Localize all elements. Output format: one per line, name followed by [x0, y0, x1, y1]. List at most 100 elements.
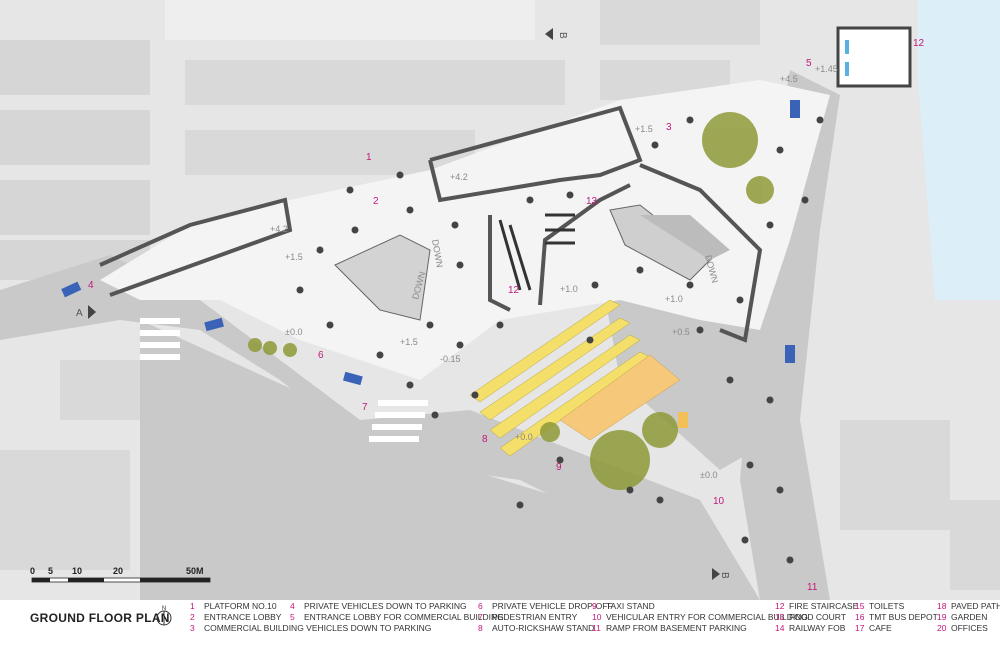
- legend-text: RAMP FROM BASEMENT PARKING: [606, 623, 747, 633]
- structural-columns: [296, 116, 824, 564]
- legend-number: 19: [937, 612, 947, 622]
- plan-title: GROUND FLOOR PLAN: [30, 611, 170, 625]
- legend-number: 11: [592, 623, 601, 633]
- legend-text: PLATFORM NO.10: [204, 601, 277, 611]
- plan-label-12b: 12: [508, 285, 520, 296]
- legend-text: GARDEN: [951, 612, 988, 622]
- legend-number: 20: [937, 623, 947, 633]
- scale-tick-5: 5: [48, 566, 53, 576]
- legend-item-5: 5 ENTRANCE LOBBY FOR COMMERCIAL BUILDING: [290, 612, 504, 622]
- legend-text: TAXI STAND: [606, 601, 655, 611]
- level-mark-11: +0.5: [672, 327, 690, 337]
- legend-item-1: 1 PLATFORM NO.10: [190, 601, 277, 611]
- plan-label-11: 11: [807, 582, 818, 593]
- level-mark-8: +0.0: [515, 432, 533, 442]
- legend-item-15: 15 TOILETS: [855, 601, 904, 611]
- legend-number: 5: [290, 612, 295, 622]
- legend-text: COMMERCIAL BUILDING VEHICLES DOWN TO PAR…: [204, 623, 432, 633]
- legend-number: 4: [290, 601, 295, 611]
- lobby-glazing-2: [845, 62, 849, 76]
- plan-label-4: 4: [88, 280, 94, 291]
- legend-item-11: 11 RAMP FROM BASEMENT PARKING: [592, 623, 747, 633]
- plan-label-7: 7: [362, 402, 368, 413]
- fire-staircase-block: [836, 26, 912, 88]
- legend-text: OFFICES: [951, 623, 988, 633]
- level-mark-13: +4.5: [780, 74, 798, 84]
- legend-number: 1: [190, 601, 195, 611]
- legend-text: VEHICULAR ENTRY FOR COMMERCIAL BUILDING: [606, 612, 808, 622]
- svg-text:B: B: [719, 572, 730, 579]
- legend-number: 9: [592, 601, 597, 611]
- plan-label-6: 6: [318, 350, 324, 361]
- scale-tick-20: 20: [113, 566, 123, 576]
- legend-item-19: 19 GARDEN: [937, 612, 987, 622]
- platform-walls: [99, 105, 763, 343]
- ground-floor-plan-drawing: +4.2 +4.2 +1.5 +1.5 +1.5 ±0.0 -0.15 +0.0…: [0, 0, 1000, 600]
- legend-item-13: 13 FOOD COURT: [775, 612, 846, 622]
- legend-text: TMT BUS DEPOT: [869, 612, 938, 622]
- legend-item-9: 9 TAXI STAND: [592, 601, 655, 611]
- section-marker-b-bottom: B: [712, 568, 730, 580]
- scale-tick-50m: 50M: [186, 566, 204, 576]
- plan-label-5: 5: [806, 58, 812, 69]
- level-mark-9: +1.0: [560, 284, 578, 294]
- legend-number: 12: [775, 601, 785, 611]
- legend-number: 6: [478, 601, 483, 611]
- north-label: N: [162, 606, 166, 612]
- scale-bar: 0 5 10 20 50M: [30, 566, 211, 583]
- legend-number: 13: [775, 612, 785, 622]
- level-mark-5: +1.5: [400, 337, 418, 347]
- auto-rickshaw-stand: [469, 299, 651, 457]
- level-mark-10: +1.0: [665, 294, 683, 304]
- cafe-kiosk: [678, 412, 688, 428]
- lobby-glazing: [845, 40, 849, 54]
- vehicles: [61, 100, 800, 386]
- taxi-stand: [559, 354, 681, 441]
- legend-item-20: 20 OFFICES: [937, 623, 988, 633]
- level-mark-1: +4.2: [270, 224, 288, 234]
- scale-tick-0: 0: [30, 566, 35, 576]
- legend-number: 15: [855, 601, 865, 611]
- legend-text: ENTRANCE LOBBY: [204, 612, 282, 622]
- legend-text: ENTRANCE LOBBY FOR COMMERCIAL BUILDING: [304, 612, 504, 622]
- legend-text: PRIVATE VEHICLE DROP-OFF: [492, 601, 613, 611]
- section-marker-a: A: [76, 305, 96, 319]
- legend-text: TOILETS: [869, 601, 905, 611]
- station-platform: [100, 80, 830, 380]
- section-marker-b-top: B: [545, 28, 568, 40]
- level-mark-2: +4.2: [450, 172, 468, 182]
- level-mark-6: ±0.0: [285, 327, 302, 337]
- ramp-blocks: [334, 204, 730, 321]
- plan-label-8: 8: [482, 434, 488, 445]
- level-mark-7: -0.15: [440, 354, 461, 364]
- plan-label-2: 2: [373, 196, 379, 207]
- legend-number: 8: [478, 623, 483, 633]
- legend-number: 18: [937, 601, 947, 611]
- legend-text: AUTO-RICKSHAW STAND: [492, 623, 595, 633]
- plan-label-13: 13: [586, 196, 598, 207]
- svg-text:A: A: [76, 308, 83, 319]
- legend-item-8: 8 AUTO-RICKSHAW STAND: [478, 623, 594, 633]
- trees: [248, 112, 774, 490]
- level-mark-4: +1.5: [635, 124, 653, 134]
- legend-number: 2: [190, 612, 195, 622]
- plan-label-12a: 12: [913, 38, 925, 49]
- legend-text: PEDESTRIAN ENTRY: [492, 612, 578, 622]
- scale-tick-10: 10: [72, 566, 82, 576]
- plan-label-3: 3: [666, 122, 672, 133]
- legend-item-2: 2 ENTRANCE LOBBY: [190, 612, 281, 622]
- legend-text: FOOD COURT: [789, 612, 846, 622]
- level-mark-14: +1.45: [815, 64, 838, 74]
- svg-text:B: B: [557, 32, 568, 39]
- food-court-seating: [498, 213, 575, 291]
- level-mark-3: +1.5: [285, 252, 303, 262]
- zebra-crossings: [140, 318, 428, 442]
